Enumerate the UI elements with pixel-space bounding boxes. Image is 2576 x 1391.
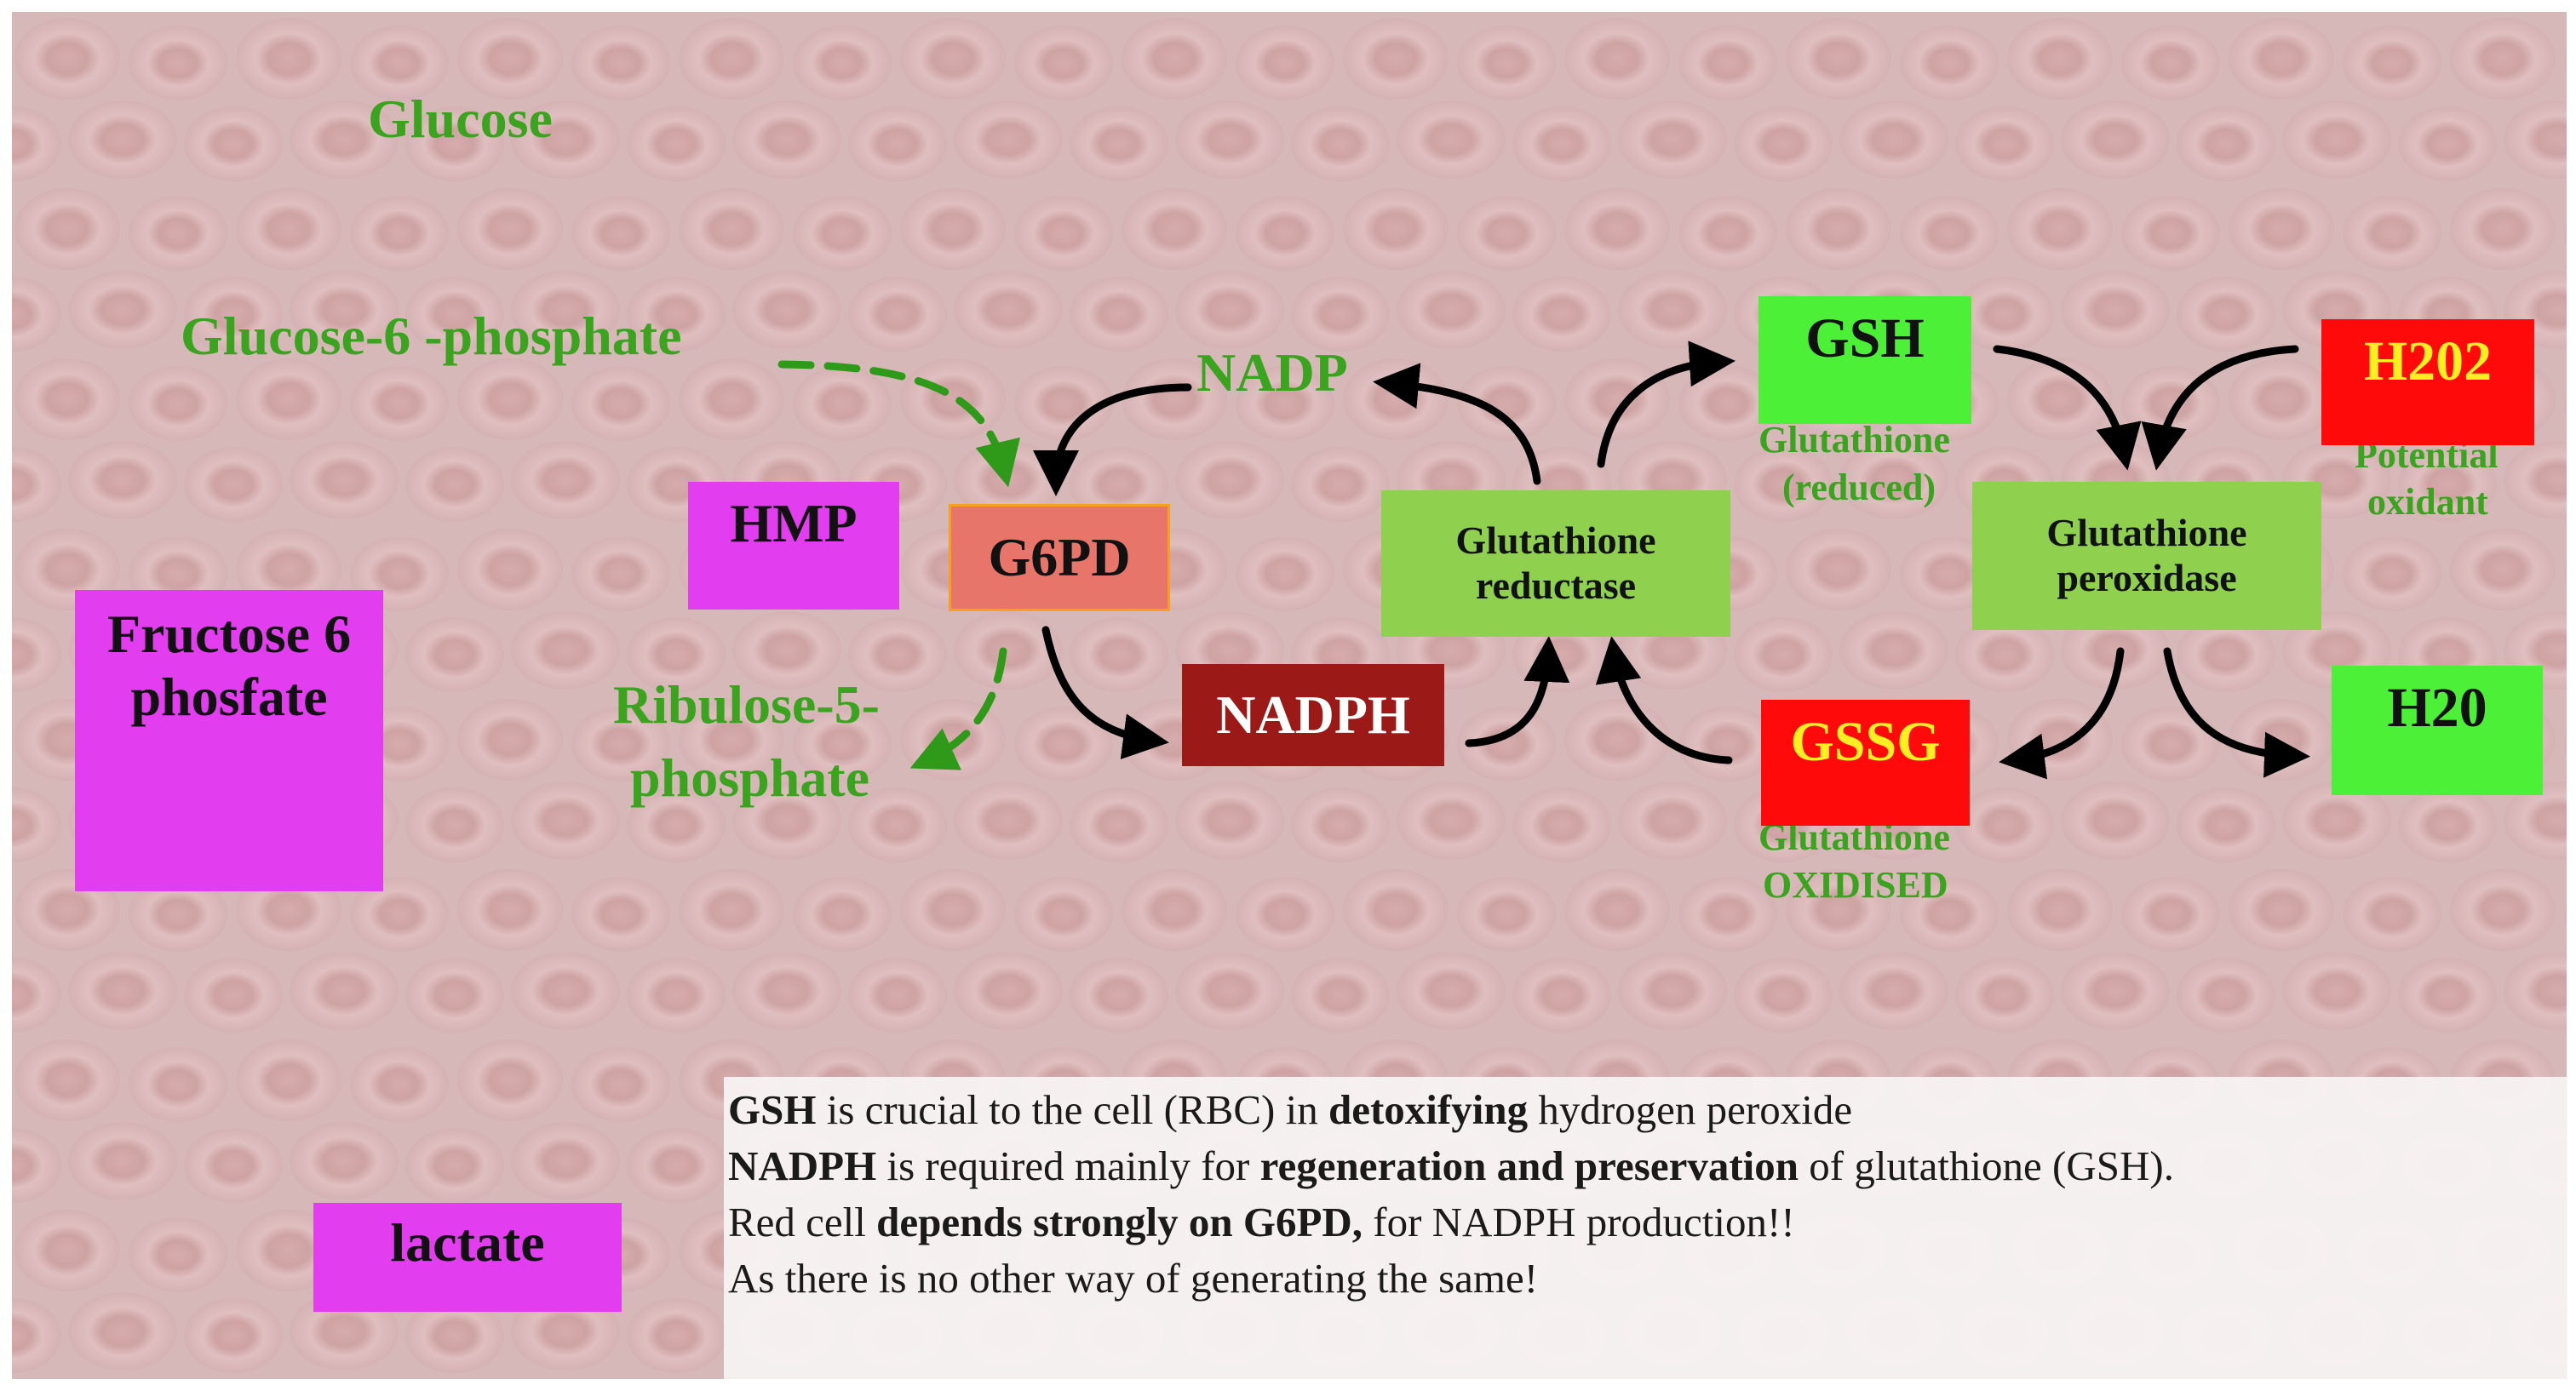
g6pd-box: G6PD: [949, 504, 1170, 611]
ribulose-5-phosphate-label-line2: phosphate: [630, 747, 869, 808]
glutathione-peroxidase-box: Glutathione peroxidase: [1972, 482, 2321, 630]
h2o2-caption-line2: oxidant: [2367, 481, 2488, 523]
hmp-box: HMP: [688, 482, 899, 610]
note-text: is required mainly for: [876, 1142, 1260, 1189]
note-text: for NADPH production!!: [1363, 1199, 1795, 1245]
note-gsh: GSH: [728, 1086, 817, 1133]
gsh-label: GSH: [1805, 307, 1925, 369]
glutathione-reductase-line2: reductase: [1475, 564, 1637, 607]
arrow-h2o2-to-gp: [2141, 345, 2299, 471]
arrow-nadph-to-gr: [1465, 636, 1570, 747]
glutathione-peroxidase-line1: Glutathione: [2046, 511, 2247, 555]
lactate-box: lactate: [313, 1203, 622, 1312]
note-regeneration: regeneration and preservation: [1259, 1142, 1799, 1189]
gsh-box: GSH: [1758, 296, 1971, 424]
g6pd-label: G6PD: [988, 527, 1131, 588]
glucose-label: Glucose: [368, 89, 553, 149]
nadph-label: NADPH: [1216, 684, 1410, 746]
arrow-gr-to-gsh: [1597, 341, 1736, 468]
hmp-label: HMP: [730, 493, 858, 553]
note-line-2: NADPH is required mainly for regeneratio…: [728, 1142, 2174, 1190]
note-nadph: NADPH: [728, 1142, 877, 1189]
arrow-g6pd-to-nadph: [1041, 626, 1169, 759]
gssg-caption-line2: OXIDISED: [1763, 864, 1948, 906]
note-detoxifying: detoxifying: [1328, 1086, 1529, 1133]
h2o-box: H20: [2332, 666, 2543, 795]
gssg-label: GSSG: [1790, 711, 1941, 773]
lactate-label: lactate: [390, 1212, 545, 1273]
arrow-gp-to-gssg: [1999, 647, 2125, 780]
arrow-nadp-to-g6pd: [1033, 383, 1192, 496]
fructose-6-phosphate-box: Fructose 6 phosfate: [75, 590, 383, 891]
note-text: Red cell: [728, 1199, 877, 1245]
glutathione-peroxidase-line2: peroxidase: [2057, 556, 2237, 599]
note-text: hydrogen peroxide: [1528, 1086, 1853, 1133]
note-line-1: GSH is crucial to the cell (RBC) in deto…: [728, 1085, 1852, 1134]
note-depends-on-g6pd: depends strongly on G6PD,: [876, 1199, 1363, 1245]
gsh-caption-line1: Glutathione: [1758, 419, 1950, 461]
note-line-3: Red cell depends strongly on G6PD, for N…: [728, 1198, 1795, 1246]
nadph-box: NADPH: [1182, 664, 1444, 766]
fructose-label-line2: phosfate: [130, 666, 328, 727]
h2o-label: H20: [2387, 677, 2487, 739]
ribulose-5-phosphate-label-line1: Ribulose-5-: [613, 674, 880, 735]
h2o2-box: H202: [2321, 319, 2534, 445]
arrow-gp-to-h2o: [2163, 647, 2310, 778]
h2o2-label: H202: [2363, 330, 2493, 392]
note-text: As there is no other way of generating t…: [728, 1255, 1539, 1302]
glutathione-reductase-box: Glutathione reductase: [1381, 490, 1730, 637]
explanation-panel: GSH is crucial to the cell (RBC) in deto…: [724, 1077, 2567, 1379]
arrow-gr-to-nadp: [1373, 363, 1541, 485]
fructose-label-line1: Fructose 6: [106, 604, 352, 664]
glucose-6-phosphate-label: Glucose-6 -phosphate: [181, 306, 682, 366]
note-text: is crucial to the cell (RBC) in: [816, 1086, 1328, 1133]
gsh-caption-line2: (reduced): [1782, 467, 1936, 508]
glutathione-reductase-line1: Glutathione: [1455, 518, 1656, 563]
arrow-gssg-to-gr: [1595, 636, 1733, 764]
nadp-label: NADP: [1196, 342, 1348, 403]
arrow-g6p-to-g6pd: [777, 360, 1021, 488]
arrow-gsh-to-gp: [1993, 345, 2142, 471]
note-text: of glutathione (GSH).: [1799, 1142, 2174, 1189]
gssg-box: GSSG: [1761, 700, 1970, 826]
arrow-g6pd-to-ribulose: [909, 647, 1007, 770]
note-line-4: As there is no other way of generating t…: [728, 1254, 1538, 1302]
